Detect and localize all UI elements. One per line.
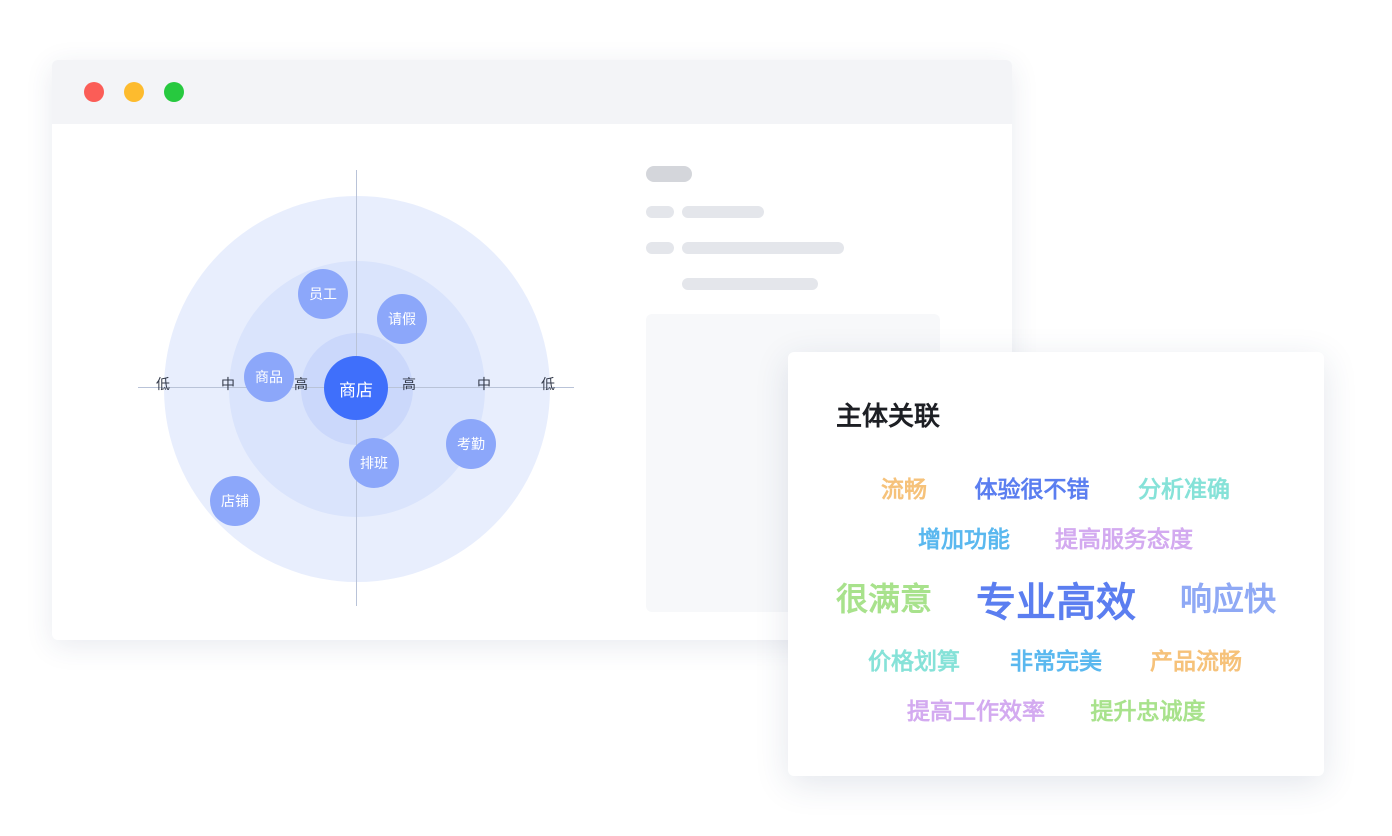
axis-label-left-low: 低: [156, 377, 170, 393]
word-tag: 体验很不错: [974, 477, 1090, 503]
node-schedule[interactable]: 排班: [349, 438, 399, 488]
axis-label-right-high: 高: [402, 377, 416, 393]
radial-chart: 低 中 高 高 中 低 商店 员工 请假 商品 考勤 排班 店铺: [52, 124, 612, 640]
close-window-button[interactable]: [84, 82, 104, 102]
skeleton-line: [646, 206, 674, 218]
title-bar: [52, 60, 1012, 124]
skeleton-line: [682, 206, 764, 218]
node-store[interactable]: 店铺: [210, 476, 260, 526]
maximize-window-button[interactable]: [164, 82, 184, 102]
word-tag: 提高服务态度: [1055, 527, 1193, 553]
node-leave[interactable]: 请假: [377, 294, 427, 344]
axis-label-left-mid: 中: [221, 377, 235, 393]
skeleton-title: [646, 166, 692, 182]
word-tag: 增加功能: [918, 527, 1010, 553]
word-tag: 提升忠诚度: [1090, 699, 1206, 725]
node-employee[interactable]: 员工: [298, 269, 348, 319]
word-tag: 分析准确: [1138, 477, 1230, 503]
axis-label-left-high: 高: [294, 377, 308, 393]
word-tag: 产品流畅: [1150, 649, 1242, 675]
word-tag: 价格划算: [868, 649, 960, 675]
minimize-window-button[interactable]: [124, 82, 144, 102]
word-tag: 流畅: [881, 477, 927, 503]
word-cloud-card: 主体关联 流畅 体验很不错 分析准确 增加功能 提高服务态度 很满意 专业高效 …: [788, 352, 1324, 776]
axis-label-right-mid: 中: [477, 377, 491, 393]
card-title: 主体关联: [836, 402, 941, 432]
word-tag: 专业高效: [976, 580, 1136, 626]
skeleton-line: [682, 278, 818, 290]
axis-label-right-low: 低: [541, 377, 555, 393]
word-tag: 响应快: [1179, 580, 1277, 618]
node-attendance[interactable]: 考勤: [446, 419, 496, 469]
node-center[interactable]: 商店: [324, 356, 388, 420]
skeleton-line: [646, 242, 674, 254]
word-tag: 提高工作效率: [907, 699, 1045, 725]
skeleton-line: [682, 242, 844, 254]
word-tag: 非常完美: [1010, 649, 1102, 675]
node-product[interactable]: 商品: [244, 352, 294, 402]
word-tag: 很满意: [835, 580, 933, 618]
